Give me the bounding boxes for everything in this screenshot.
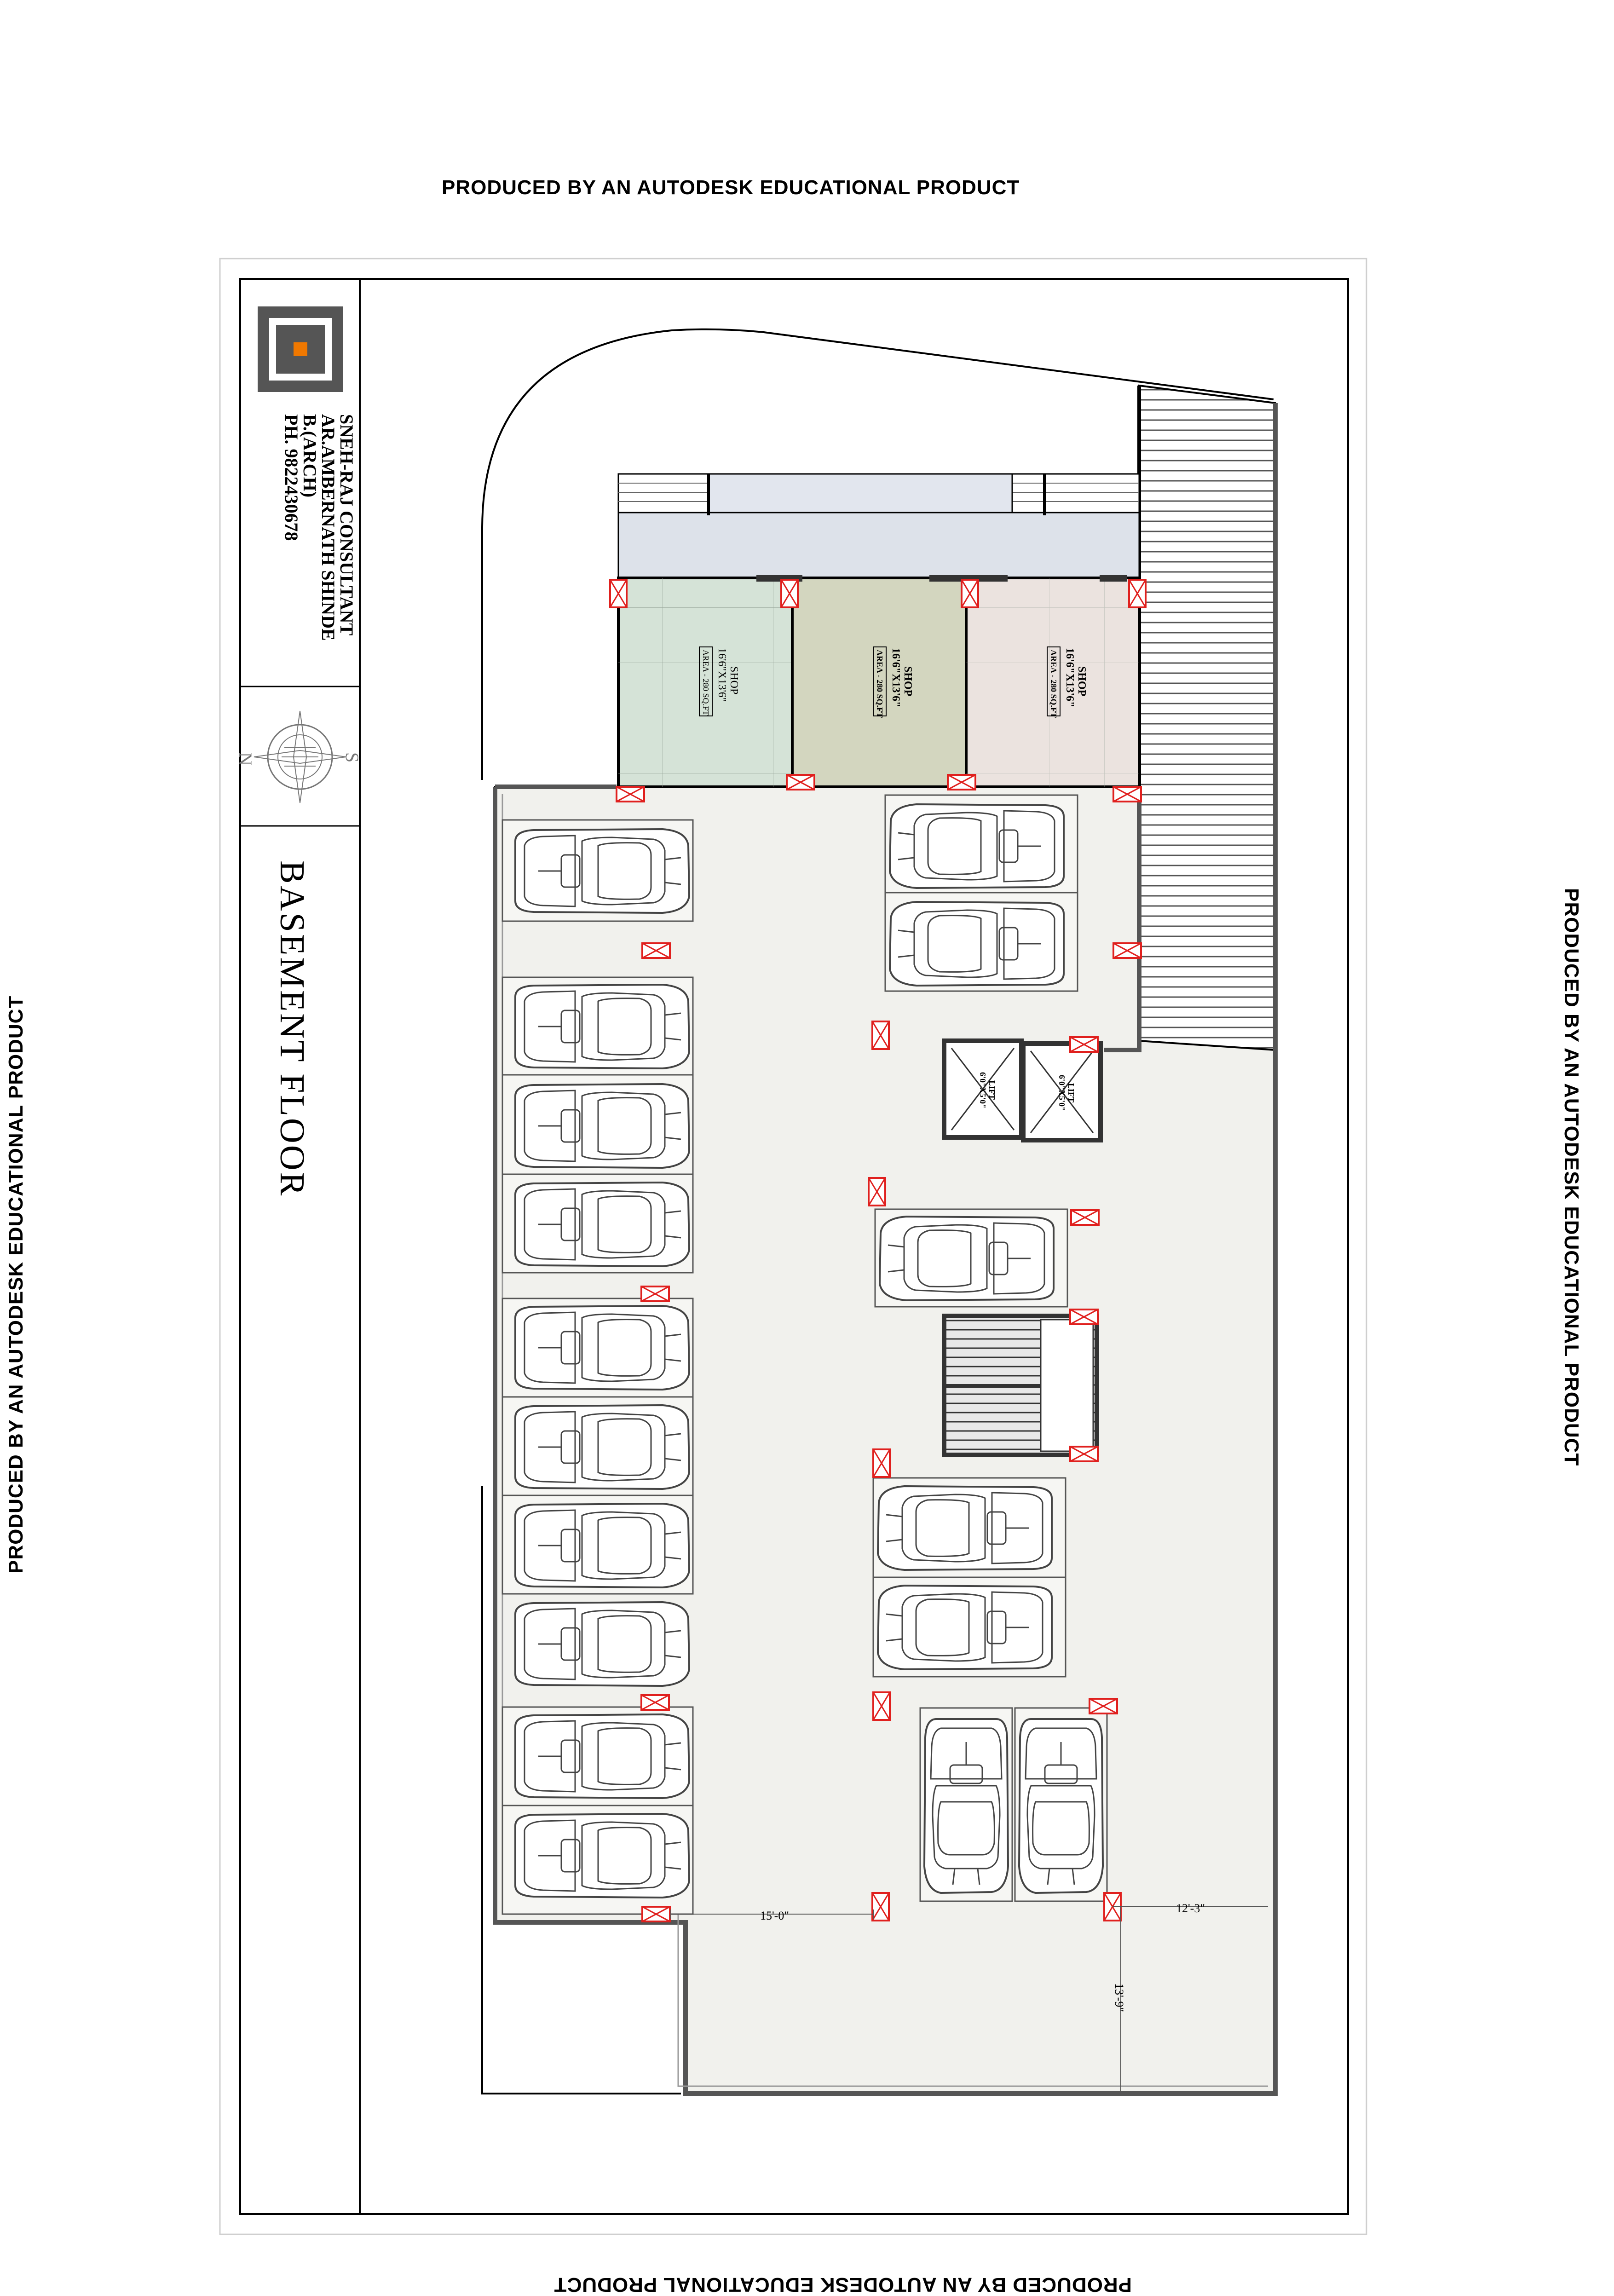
dimension-bottom-left: 15'-0"	[670, 1909, 874, 1922]
svg-text:AREA - 280 SQ.FT: AREA - 280 SQ.FT	[701, 650, 710, 715]
svg-text:6'0"X5'0": 6'0"X5'0"	[978, 1072, 987, 1108]
sheet-outer-border	[219, 258, 1367, 2235]
svg-text:LIFT: LIFT	[987, 1080, 997, 1100]
svg-text:SHOP: SHOP	[902, 666, 914, 696]
site-boundary	[481, 328, 1274, 780]
compass-south-label: S	[342, 752, 363, 762]
shop-3-label: SHOP 16'6"X13'6" AREA - 280 SQ.FT	[1047, 646, 1088, 718]
firm-line-4: PH. 9822430678	[281, 414, 302, 541]
staircase	[942, 1314, 1099, 1457]
shop-3	[965, 577, 1141, 788]
middle-parking-single	[874, 1208, 1068, 1308]
shop-1	[617, 577, 794, 788]
firm-line-1: SNEH-RAJ CONSULTANT	[336, 414, 357, 636]
svg-text:16'6"X13'6": 16'6"X13'6"	[890, 648, 902, 707]
svg-text:15'-0": 15'-0"	[760, 1909, 789, 1922]
firm-line-3: B.(ARCH)	[300, 414, 320, 497]
left-parking-row	[501, 819, 694, 1915]
right-middle-parking	[872, 1477, 1066, 1678]
lift-1: LIFT 6'0"X5'0"	[942, 1038, 1024, 1140]
dimension-vertical: 13'-9"	[1113, 1907, 1126, 2094]
firm-line-2: AR.AMBERNATH SHINDE	[318, 414, 339, 641]
firm-details: SNEH-RAJ CONSULTANT AR.AMBERNATH SHINDE …	[281, 414, 357, 641]
drawing-title: BASEMENT FLOOR	[273, 860, 311, 1197]
right-lower-parking-vertical	[919, 1707, 1108, 1902]
watermark-top: PRODUCED BY AN AUTODESK EDUCATIONAL PROD…	[442, 176, 1020, 199]
svg-text:SHOP: SHOP	[1076, 666, 1088, 696]
lift-2: LIFT 6'0"X5'0"	[1021, 1041, 1103, 1142]
svg-text:16'6"X13'6": 16'6"X13'6"	[716, 648, 728, 702]
right-upper-parking	[884, 794, 1078, 992]
svg-text:12'-3": 12'-3"	[1176, 1902, 1205, 1915]
compass-icon: N S	[235, 710, 363, 803]
shop-2-label: SHOP 16'6"X13'6" AREA - 280 SQ.FT	[873, 646, 914, 718]
svg-text:6'0"X5'0": 6'0"X5'0"	[1057, 1075, 1066, 1111]
svg-text:SHOP: SHOP	[728, 666, 740, 694]
svg-text:16'6"X13'6": 16'6"X13'6"	[1064, 648, 1076, 707]
svg-text:AREA - 280 SQ.FT: AREA - 280 SQ.FT	[875, 650, 884, 718]
dimension-bottom-right: 12'-3"	[1113, 1902, 1268, 1915]
shop-2	[791, 577, 968, 788]
svg-text:13'-9": 13'-9"	[1113, 1983, 1126, 2012]
firm-logo	[258, 306, 343, 392]
svg-text:LIFT: LIFT	[1066, 1083, 1076, 1102]
ramp	[1138, 384, 1276, 1051]
shop-1-label: SHOP 16'6"X13'6" AREA - 280 SQ.FT	[699, 646, 740, 716]
svg-text:AREA - 280 SQ.FT: AREA - 280 SQ.FT	[1049, 650, 1058, 718]
sheet-inner-border	[239, 278, 1349, 2215]
compass-north-label: N	[235, 752, 256, 766]
front-railing	[617, 473, 1140, 515]
